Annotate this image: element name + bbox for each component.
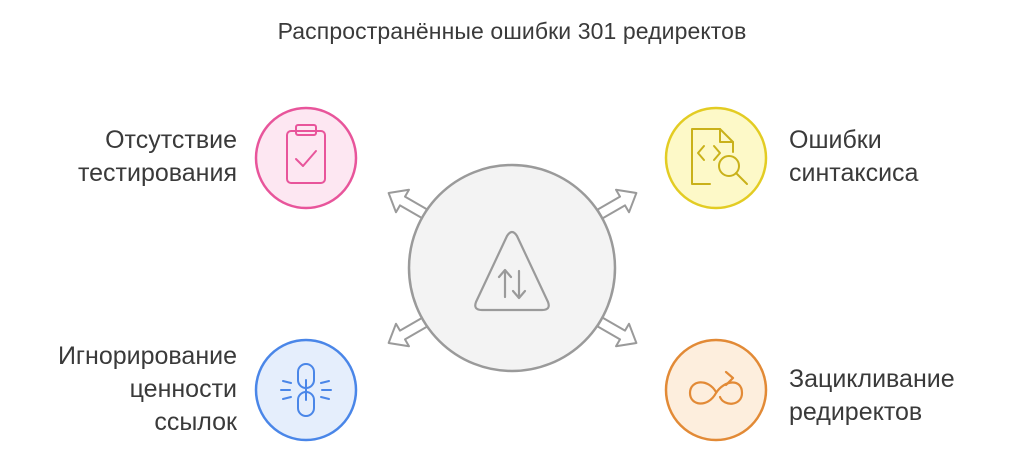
node-testing [254, 106, 358, 210]
label-links: Игнорирование ценности ссылок [57, 342, 237, 436]
arrow-up-right [596, 188, 638, 220]
node-links [254, 338, 358, 442]
label-testing: Отсутствие тестирования [77, 126, 237, 187]
clipboard-check-icon [286, 124, 326, 184]
node-loop [664, 338, 768, 442]
diagram-title: Распространённые ошибки 301 редиректов [277, 18, 747, 44]
loop-arrow-icon [688, 370, 744, 405]
broken-link-icon [280, 363, 332, 417]
arrow-down-left [387, 316, 429, 348]
arrow-down-right [596, 316, 638, 348]
warning-triangle-updown-arrows-icon [474, 230, 550, 312]
code-file-search-icon [691, 128, 748, 185]
arrows [387, 188, 638, 348]
center-node [407, 163, 617, 373]
node-syntax [664, 106, 768, 210]
label-syntax: Ошибки синтаксиса [789, 126, 919, 187]
label-loop: Зацикливание редиректов [789, 365, 955, 426]
arrow-up-left [387, 188, 429, 220]
